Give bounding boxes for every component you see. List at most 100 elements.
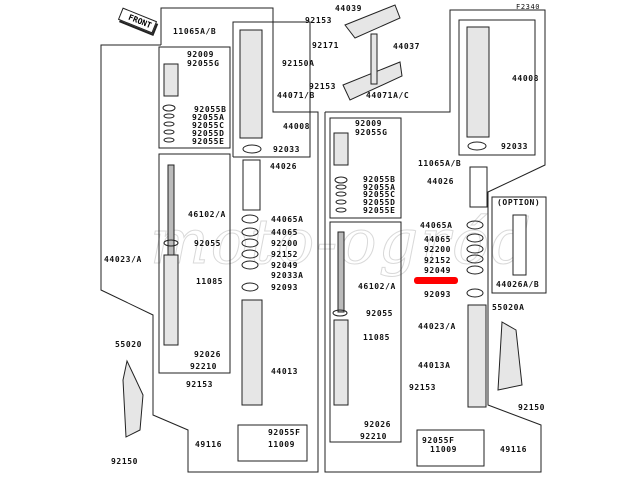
part-label: 44065: [424, 235, 452, 244]
part-label: 92200: [271, 239, 299, 248]
part-label: 92153: [186, 380, 214, 389]
option-spring: [512, 214, 527, 276]
part-label: 92055G: [187, 59, 220, 68]
left-fork-guard: [122, 359, 144, 438]
option-box: [491, 196, 547, 294]
part-label: 92033: [501, 142, 529, 151]
part-label: 92171: [312, 41, 340, 50]
left-cartridge-body: [163, 254, 179, 346]
part-label: 92055: [366, 309, 394, 318]
part-label: 49116: [195, 440, 223, 449]
part-label: 92049: [271, 261, 299, 270]
part-label: 44037: [393, 42, 421, 51]
part-label: 92009: [187, 50, 215, 59]
part-label: 44065: [271, 228, 299, 237]
part-label: 92055F: [268, 428, 301, 437]
part-label: 92033A: [271, 271, 304, 280]
part-label: 92153: [409, 383, 437, 392]
part-label: 92055F: [422, 436, 455, 445]
part-label: 55020: [115, 340, 143, 349]
part-label: 44026A/B: [496, 280, 540, 289]
part-label: 44023/A: [418, 322, 456, 331]
part-label: 92055D: [363, 198, 396, 207]
part-label: 44026: [270, 162, 298, 171]
part-label: 49116: [500, 445, 528, 454]
part-label: 11009: [268, 440, 296, 449]
right-cartridge-top-box: [329, 117, 402, 219]
part-label: 92055D: [192, 129, 225, 138]
right-damper-top: [333, 132, 349, 166]
option-label: (OPTION): [497, 198, 541, 207]
part-label: 11085: [196, 277, 224, 286]
part-label: 92150: [518, 403, 546, 412]
part-label: 92055G: [355, 128, 388, 137]
part-label: 92152: [271, 250, 299, 259]
part-label: 44023/A: [104, 255, 142, 264]
part-label: 46102/A: [358, 282, 396, 291]
part-label: 92055A: [192, 113, 225, 122]
left-cartridge-rod: [167, 164, 175, 256]
part-label: 92033: [273, 145, 301, 154]
right-cartridge-rod: [337, 231, 345, 313]
right-drain-box: [416, 429, 485, 467]
left-outer-tube: [239, 29, 263, 139]
right-cartridge-body: [333, 319, 349, 406]
right-cartridge-box: [329, 221, 402, 443]
upper-triple-clamp: [344, 4, 401, 39]
part-label: 92055C: [192, 121, 225, 130]
part-label: 92049: [424, 266, 452, 275]
part-label: 92093: [271, 283, 299, 292]
part-label: 92026: [364, 420, 392, 429]
right-tube-box: [458, 19, 536, 156]
part-label: 92093: [424, 290, 452, 299]
part-label: 11065A/B: [418, 159, 462, 168]
part-label: 92055B: [363, 175, 396, 184]
part-label: 92055C: [363, 190, 396, 199]
left-cartridge-box: [158, 153, 231, 374]
part-label: 44071A/C: [366, 91, 410, 100]
left-fork-outline: [100, 7, 319, 473]
part-label: 55020A: [492, 303, 525, 312]
part-label: 92055A: [363, 183, 396, 192]
diagram-code: F2340: [516, 3, 541, 11]
part-label: 92150: [111, 457, 139, 466]
part-label: 44039: [335, 4, 363, 13]
part-label: 92055E: [192, 137, 225, 146]
left-spring: [242, 159, 261, 211]
part-label: 11085: [363, 333, 391, 342]
highlight-mark: [414, 277, 458, 284]
part-label: 11065A/B: [173, 27, 217, 36]
left-inner-tube: [241, 299, 263, 406]
right-fork-outline: [324, 9, 546, 473]
part-label: 11009: [430, 445, 458, 454]
part-label: 92152: [424, 256, 452, 265]
part-label: 44026: [427, 177, 455, 186]
left-cartridge-top-box: [158, 46, 231, 149]
part-label: 44008: [283, 122, 311, 131]
part-label: 92055B: [194, 105, 227, 114]
left-drain-box: [237, 424, 308, 462]
left-damper-top: [163, 63, 179, 97]
right-outer-tube: [466, 26, 490, 138]
part-label: 46102/A: [188, 210, 226, 219]
part-label: 44071/B: [277, 91, 315, 100]
part-label: 92055: [194, 239, 222, 248]
part-label: 92026: [194, 350, 222, 359]
right-fork-guard: [497, 321, 523, 391]
part-label: 44065A: [420, 221, 453, 230]
part-label: 92153: [305, 16, 333, 25]
part-label: 92210: [360, 432, 388, 441]
part-label: 44065A: [271, 215, 304, 224]
right-inner-tube: [467, 304, 487, 408]
part-label: 44008: [512, 74, 540, 83]
part-label: 92210: [190, 362, 218, 371]
part-label: 92009: [355, 119, 383, 128]
part-label: 92153: [309, 82, 337, 91]
part-label: 44013A: [418, 361, 451, 370]
part-label: 92200: [424, 245, 452, 254]
part-label: 44013: [271, 367, 299, 376]
right-spring: [469, 166, 488, 208]
part-label: 92150A: [282, 59, 315, 68]
